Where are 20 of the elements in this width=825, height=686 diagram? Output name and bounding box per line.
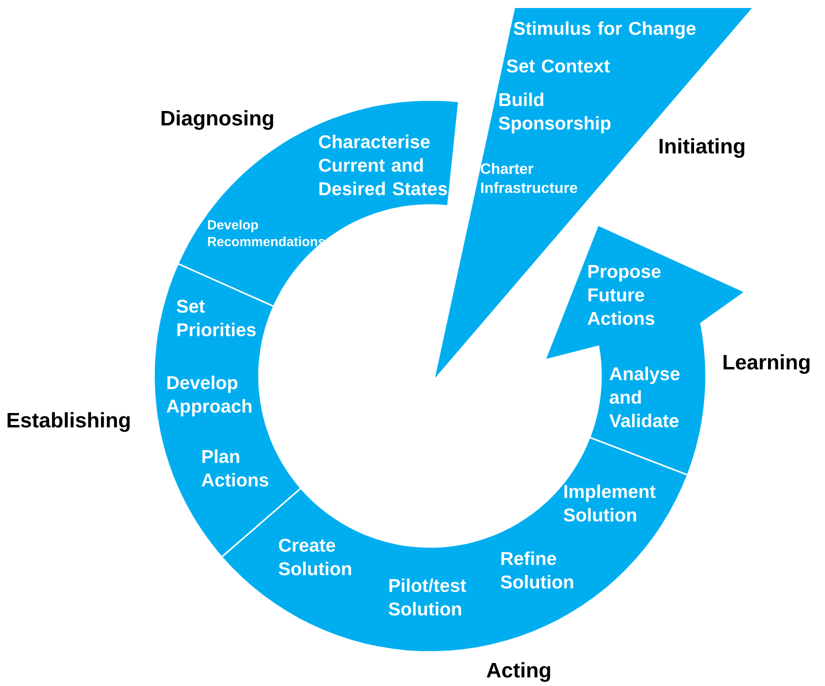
step-label: Develop Recommendations <box>208 220 325 246</box>
step-label: Develop Approach <box>166 376 252 416</box>
step-label: Set Priorities <box>176 300 256 336</box>
step-label: Charter Infrastructure <box>480 162 578 194</box>
stage-heading: Diagnosing <box>162 110 274 130</box>
step-label: Set Context <box>506 59 610 73</box>
stage-heading: Learning <box>724 354 810 374</box>
stage-heading: Acting <box>486 662 550 682</box>
step-label: Implement Solution <box>564 484 656 522</box>
stage-heading: Establishing <box>8 412 130 432</box>
step-label: Propose Future Actions <box>588 265 661 325</box>
step-label: Refine Solution <box>500 551 574 589</box>
step-label: Create Solution <box>278 538 352 576</box>
step-label: Build Sponsorship <box>498 92 610 134</box>
step-label: Analyse and Validate <box>609 366 680 428</box>
step-label: Characterise Current and Desired States <box>318 134 447 196</box>
step-label: Stimulus for Change <box>514 21 696 39</box>
step-label: Pilot/test Solution <box>388 578 466 616</box>
step-label: Plan Actions <box>202 449 268 487</box>
stage-heading: Initiating <box>660 138 744 158</box>
